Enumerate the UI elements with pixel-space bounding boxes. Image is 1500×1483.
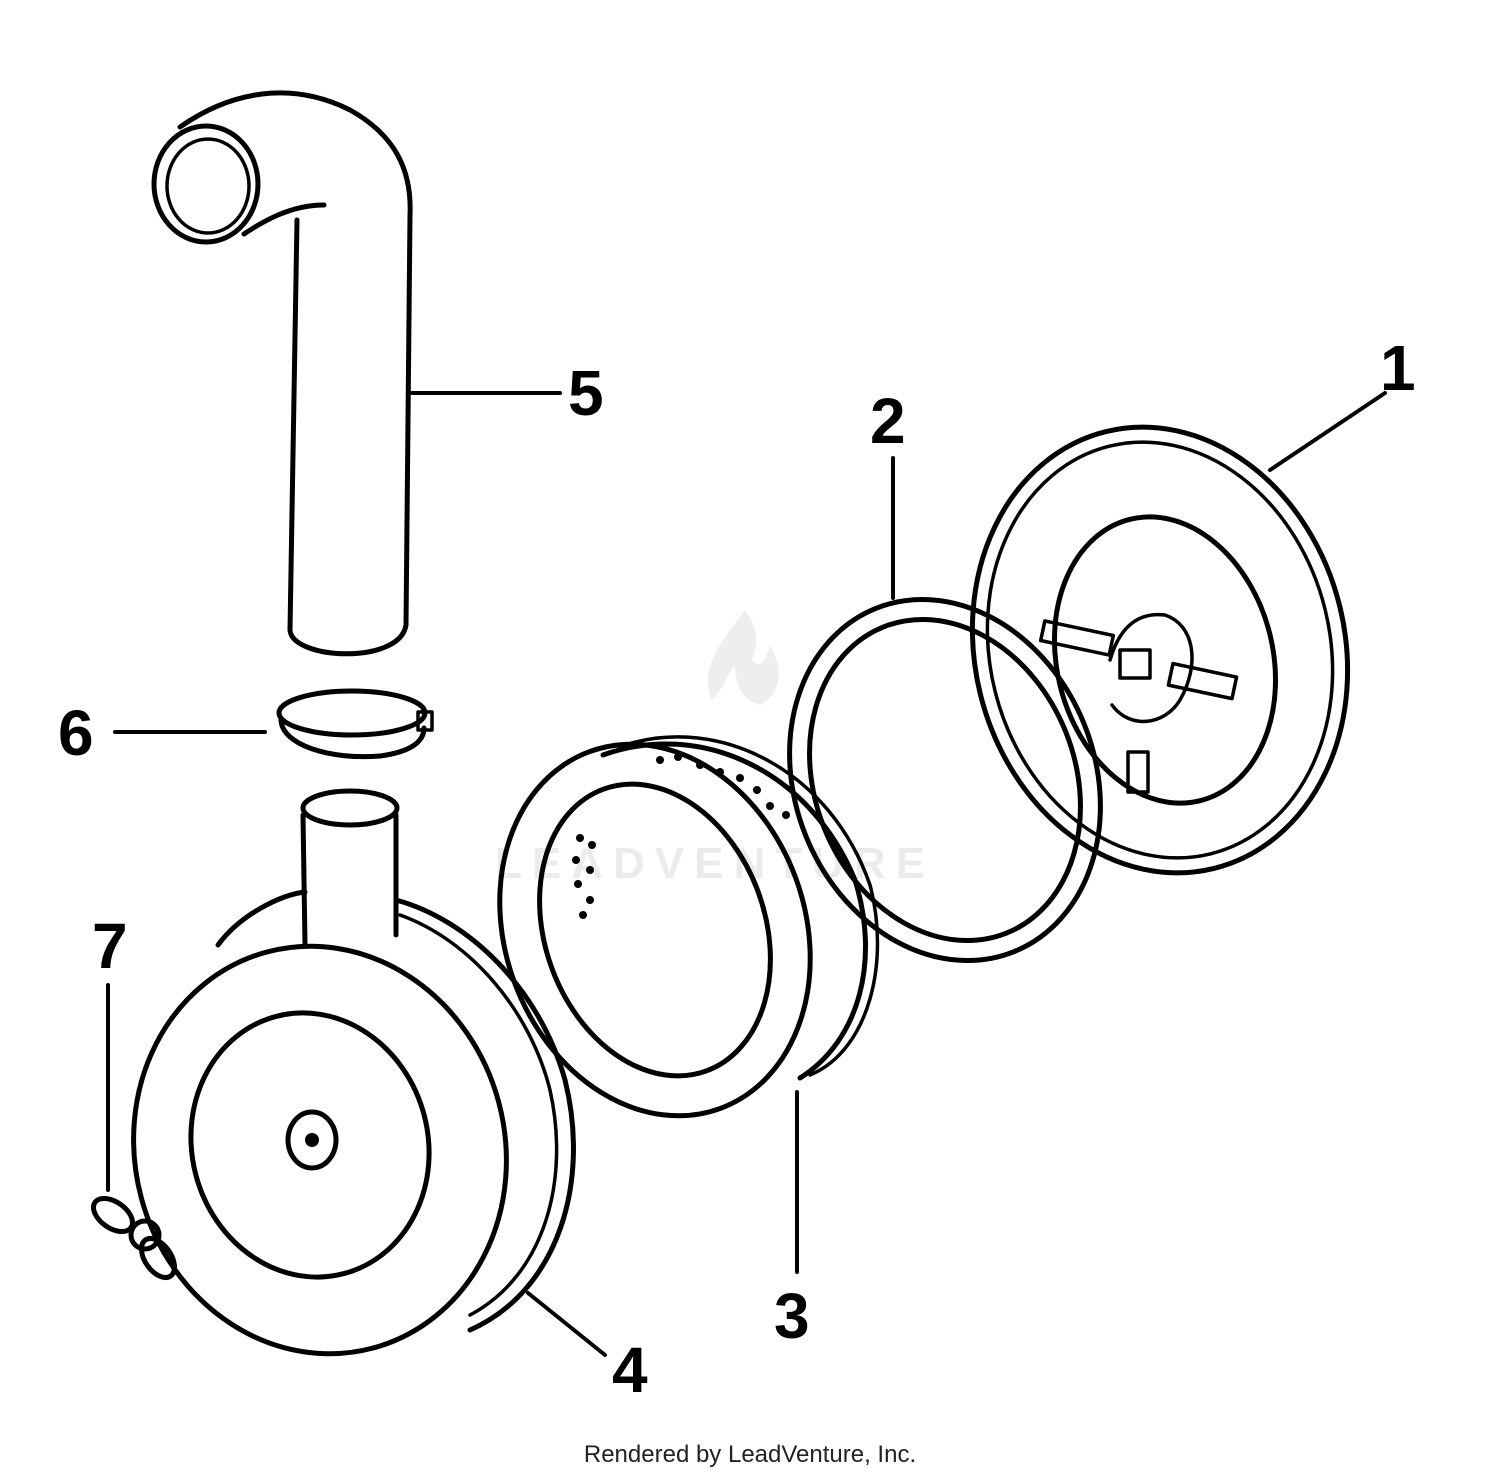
part-filter-element	[497, 735, 880, 1119]
part-wing-nut	[90, 1195, 178, 1281]
part-air-cleaner-base	[969, 424, 1351, 876]
callout-label: 1	[1380, 332, 1416, 404]
callout-5: 1 5	[410, 357, 604, 429]
watermark-flame-icon	[707, 610, 779, 705]
callout-label: 2	[870, 385, 906, 457]
callout-label: 5	[568, 357, 604, 429]
callout-label: 7	[92, 910, 128, 982]
part-clamp	[276, 688, 434, 760]
part-cover	[131, 788, 576, 1357]
callout-label: 3	[774, 1280, 810, 1352]
callout-label: 6	[58, 697, 94, 769]
callout-2: 2	[870, 385, 906, 600]
part-gasket	[787, 597, 1103, 963]
part-elbow-hose	[151, 90, 413, 657]
callout-6: 6	[58, 697, 267, 769]
filter-perforations	[572, 753, 790, 919]
callout-3: 3	[774, 1090, 810, 1352]
callout-label: 4	[612, 1334, 648, 1406]
callout-1: 1	[1268, 332, 1416, 472]
callout-7: 7	[92, 910, 128, 1192]
footer-credit: Rendered by LeadVenture, Inc.	[583, 1441, 917, 1468]
callout-4: 4	[526, 1291, 648, 1406]
